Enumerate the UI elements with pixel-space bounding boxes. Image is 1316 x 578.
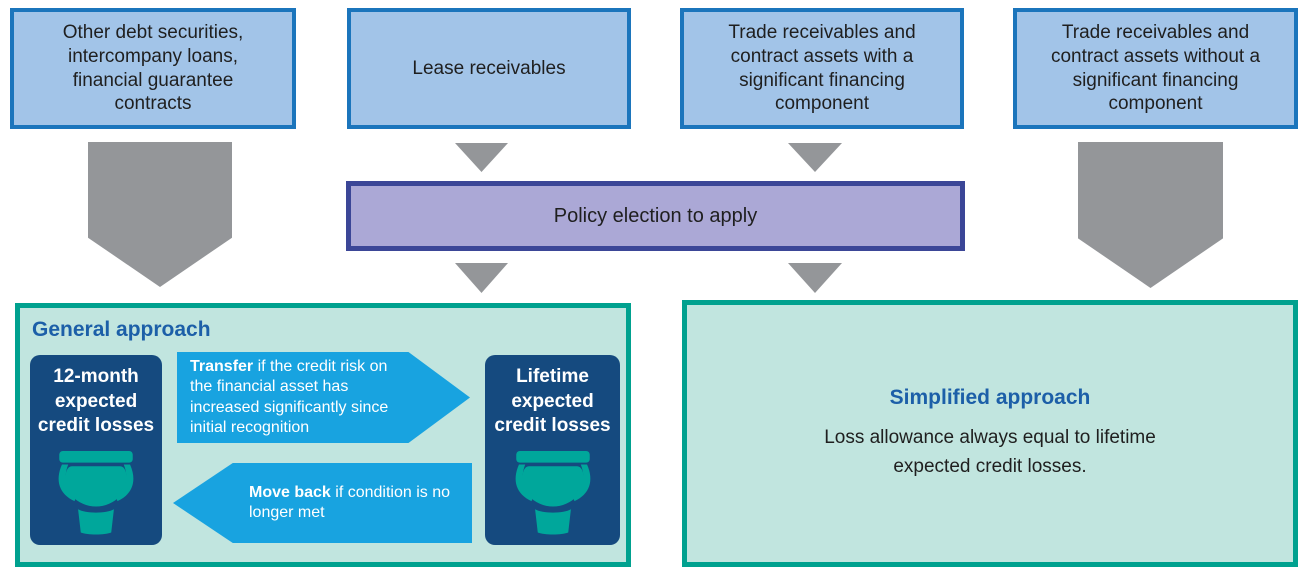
- move-back-text: Move back if condition is no longer met: [249, 483, 462, 524]
- left-arrow-move-back: Move back if condition is no longer met: [173, 463, 472, 543]
- box-trade-receivables-without-financing-label: Trade receivables and contract assets wi…: [1050, 21, 1261, 115]
- box-trade-receivables-with-financing-label: Trade receivables and contract assets wi…: [728, 21, 916, 115]
- box-trade-receivables-without-financing: Trade receivables and contract assets wi…: [1013, 8, 1298, 129]
- stage-12-month-box: 12-month expected credit losses: [30, 355, 162, 545]
- transfer-text-rest: if the credit risk on the financial asse…: [190, 357, 389, 436]
- box-lease-receivables-label: Lease receivables: [412, 57, 566, 79]
- box-lease-receivables: Lease receivables: [347, 8, 631, 129]
- down-arrow-icon: [788, 263, 842, 293]
- policy-election-label: Policy election to apply: [553, 204, 758, 227]
- box-trade-receivables-with-financing: Trade receivables and contract assets wi…: [680, 8, 964, 129]
- simplified-approach-panel: Simplified approach Loss allowance alway…: [682, 300, 1298, 567]
- transfer-text-bold: Transfer: [190, 357, 254, 375]
- box-other-debt-securities: Other debt securities, intercompany loan…: [10, 8, 296, 129]
- down-arrow-icon: [788, 143, 842, 172]
- right-arrow-transfer: Transfer if the credit risk on the finan…: [177, 352, 470, 443]
- stage-12-month-label: 12-month expected credit losses: [37, 366, 155, 437]
- policy-election-bar: Policy election to apply: [346, 181, 965, 251]
- simplified-approach-title: Simplified approach: [889, 386, 1091, 409]
- down-arrow-icon: [455, 143, 508, 172]
- down-arrow-icon: [88, 142, 232, 287]
- transfer-text: Transfer if the credit risk on the finan…: [190, 357, 406, 439]
- box-other-debt-securities-label: Other debt securities, intercompany loan…: [62, 21, 244, 115]
- down-arrow-icon: [455, 263, 508, 293]
- simplified-approach-body: Loss allowance always equal to lifetime …: [824, 427, 1156, 477]
- general-approach-title: General approach: [32, 318, 211, 341]
- stage-lifetime-box: Lifetime expected credit losses: [485, 355, 620, 545]
- move-back-text-bold: Move back: [249, 483, 331, 501]
- general-approach-panel: General approach 12-month expected credi…: [15, 303, 631, 567]
- bucket-icon: [515, 451, 590, 535]
- move-back-text-rest: if condition is no longer met: [249, 483, 450, 521]
- bucket-icon: [58, 451, 134, 535]
- down-arrow-icon: [1078, 142, 1223, 288]
- stage-lifetime-label: Lifetime expected credit losses: [494, 366, 611, 437]
